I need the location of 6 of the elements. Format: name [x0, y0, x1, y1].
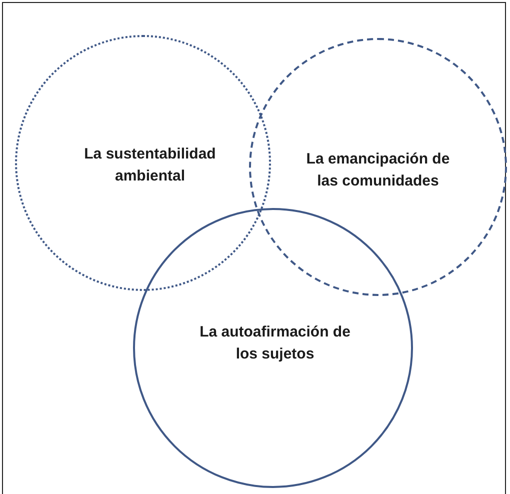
circle-label: La sustentabilidad ambiental [83, 144, 217, 186]
venn-circle [249, 38, 507, 296]
venn-circle [15, 35, 271, 291]
circle-label: La emancipación de las comunidades [305, 149, 451, 191]
venn-circle [133, 208, 413, 488]
circle-label: La autoafirmación de los sujetos [198, 322, 352, 364]
